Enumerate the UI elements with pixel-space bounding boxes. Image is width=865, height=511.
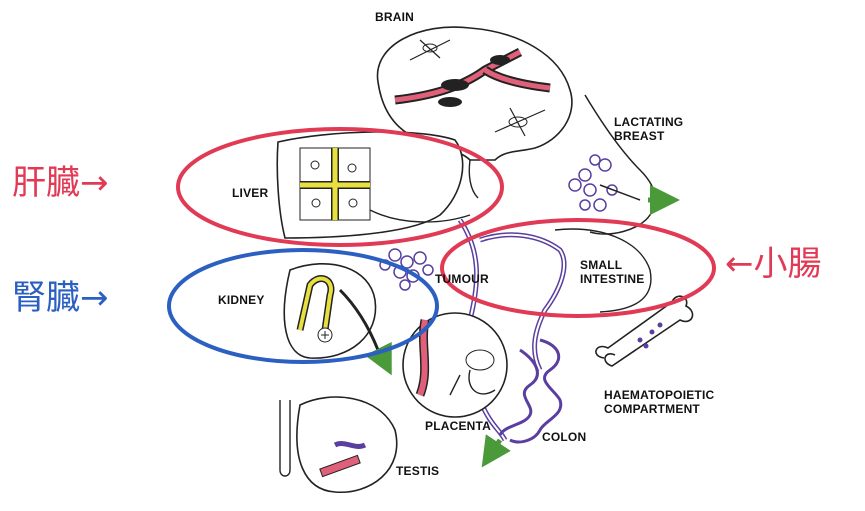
label-lactating-breast-line1: LACTATING	[614, 115, 683, 129]
label-small-intestine-line1: SMALL	[580, 258, 644, 272]
label-placenta: PLACENTA	[425, 419, 491, 433]
label-liver: LIVER	[232, 186, 268, 200]
label-kidney: KIDNEY	[218, 293, 265, 307]
label-colon: COLON	[542, 430, 586, 444]
testis-illustration	[280, 397, 397, 492]
label-haematopoietic: HAEMATOPOIETIC COMPARTMENT	[604, 388, 714, 416]
label-tumour: TUMOUR	[435, 272, 489, 286]
bone-illustration	[596, 296, 693, 366]
label-lactating-breast: LACTATING BREAST	[614, 115, 683, 143]
label-haematopoietic-line2: COMPARTMENT	[604, 402, 714, 416]
annotation-kidney: 腎臓→	[12, 278, 109, 318]
annotation-liver: 肝臓→	[12, 163, 109, 203]
annotation-small-intestine: ←小腸	[725, 244, 822, 284]
liver-illustration	[277, 132, 470, 238]
label-small-intestine-line2: INTESTINE	[580, 272, 644, 286]
label-haematopoietic-line1: HAEMATOPOIETIC	[604, 388, 714, 402]
placenta-illustration	[403, 313, 507, 417]
label-lactating-breast-line2: BREAST	[614, 129, 683, 143]
label-brain: BRAIN	[375, 10, 414, 24]
colon-illustration	[500, 340, 561, 442]
label-testis: TESTIS	[396, 464, 439, 478]
label-small-intestine: SMALL INTESTINE	[580, 258, 644, 286]
colon-arrow	[490, 440, 500, 455]
intestine-highlight-ellipse	[442, 220, 714, 316]
kidney-illustration	[284, 264, 385, 362]
